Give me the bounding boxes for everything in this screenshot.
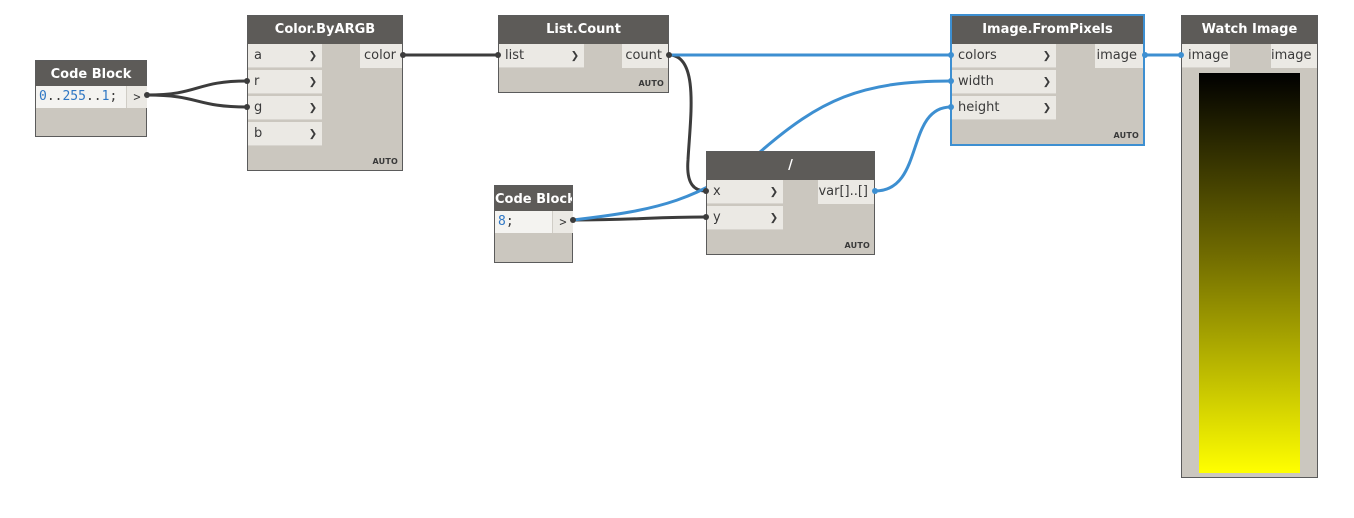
input-port-b[interactable]: b ❯	[248, 122, 322, 146]
port-label: r	[254, 74, 260, 89]
input-port-g[interactable]: g ❯	[248, 96, 322, 120]
divide-node[interactable]: / x ❯ y ❯ var[]..[] AUTO	[706, 151, 875, 255]
port-label: width	[958, 74, 994, 89]
input-port-width[interactable]: width ❯	[952, 70, 1056, 94]
lacing-label[interactable]: AUTO	[844, 241, 870, 250]
input-port-a[interactable]: a ❯	[248, 44, 322, 68]
port-label: a	[254, 48, 262, 63]
port-label: g	[254, 100, 263, 115]
port-dot	[703, 188, 709, 194]
port-dot	[144, 92, 150, 98]
port-label: b	[254, 126, 263, 141]
code-token: ;	[109, 89, 118, 104]
chevron-right-icon: ❯	[308, 126, 318, 142]
image-preview	[1199, 73, 1300, 473]
port-dot	[948, 52, 954, 58]
input-port-x[interactable]: x ❯	[707, 180, 783, 204]
port-label: x	[713, 184, 721, 199]
chevron-right-icon: ❯	[769, 210, 779, 226]
port-label: count	[625, 48, 662, 63]
output-port[interactable]: >	[552, 211, 573, 233]
node-title: Watch Image	[1182, 16, 1317, 44]
input-port-height[interactable]: height ❯	[952, 96, 1056, 120]
code-block-node[interactable]: Code Block 0..255..1; >	[35, 60, 147, 137]
image-frompixels-node[interactable]: Image.FromPixels colors ❯ width ❯ height…	[950, 14, 1145, 146]
input-port-r[interactable]: r ❯	[248, 70, 322, 94]
port-dot	[495, 52, 501, 58]
input-port-list[interactable]: list ❯	[499, 44, 584, 68]
code-token: 255	[62, 89, 86, 104]
code-token: 0	[39, 89, 47, 104]
node-title: Code Block	[36, 61, 146, 89]
lacing-label[interactable]: AUTO	[1113, 131, 1139, 140]
color-byargb-node[interactable]: Color.ByARGB a ❯ r ❯ g ❯ b ❯ color AUTO	[247, 15, 403, 171]
output-port-count[interactable]: count	[622, 44, 668, 68]
chevron-right-icon: ❯	[1042, 74, 1052, 90]
node-title: Image.FromPixels	[952, 16, 1143, 44]
port-label: image	[1188, 48, 1229, 63]
port-dot	[703, 214, 709, 220]
port-label: y	[713, 210, 721, 225]
input-port-image[interactable]: image	[1182, 44, 1230, 68]
code-block-node[interactable]: Code Block 8; >	[494, 185, 573, 263]
node-title: /	[707, 152, 874, 180]
chevron-right-icon: ❯	[308, 74, 318, 90]
port-dot	[666, 52, 672, 58]
chevron-right-icon: ❯	[308, 100, 318, 116]
code-token: ;	[505, 214, 514, 229]
code-editor[interactable]: 8;	[495, 211, 552, 233]
port-dot	[1142, 52, 1148, 58]
input-port-y[interactable]: y ❯	[707, 206, 783, 230]
chevron-right-icon: ❯	[769, 184, 779, 200]
port-label: image	[1096, 48, 1138, 63]
port-label: var[]..[]	[818, 184, 868, 199]
port-dot	[1178, 52, 1184, 58]
code-editor[interactable]: 0..255..1;	[36, 86, 126, 108]
port-label: list	[505, 48, 525, 63]
code-token: 8	[498, 214, 506, 229]
chevron-right-icon: ❯	[570, 48, 580, 64]
port-dot	[244, 78, 250, 84]
port-dot	[948, 104, 954, 110]
wire-divide-to-height[interactable]	[874, 105, 952, 193]
wire-count-to-x[interactable]	[668, 53, 707, 193]
node-title: List.Count	[499, 16, 668, 44]
port-dot	[570, 217, 576, 223]
list-count-node[interactable]: List.Count list ❯ count AUTO	[498, 15, 669, 93]
output-port-image[interactable]: image	[1271, 44, 1317, 68]
chevron-right-icon: ❯	[308, 48, 318, 64]
port-label: image	[1271, 48, 1312, 63]
wire-codeblock-to-r[interactable]	[146, 79, 248, 97]
code-token: ..	[85, 89, 102, 104]
input-port-colors[interactable]: colors ❯	[952, 44, 1056, 68]
node-title: Color.ByARGB	[248, 16, 402, 44]
port-dot	[244, 104, 250, 110]
wire-codeblock-to-g[interactable]	[146, 93, 248, 109]
lacing-label[interactable]: AUTO	[638, 79, 664, 88]
port-label: colors	[958, 48, 997, 63]
port-dot	[948, 78, 954, 84]
watch-image-node[interactable]: Watch Image image image	[1181, 15, 1318, 478]
wire-eight-to-y[interactable]	[572, 215, 707, 222]
code-token: ..	[46, 89, 63, 104]
code-token: 1	[101, 89, 110, 104]
port-dot	[400, 52, 406, 58]
chevron-right-icon: ❯	[1042, 100, 1052, 116]
port-label: height	[958, 100, 1000, 115]
port-dot	[872, 188, 878, 194]
output-port-var[interactable]: var[]..[]	[818, 180, 874, 204]
chevron-right-icon: ❯	[1042, 48, 1052, 64]
port-label: color	[363, 48, 396, 63]
lacing-label[interactable]: AUTO	[372, 157, 398, 166]
output-port-image[interactable]: image	[1095, 44, 1143, 68]
node-title: Code Block	[495, 186, 572, 214]
output-port-color[interactable]: color	[360, 44, 402, 68]
output-port[interactable]: >	[126, 86, 147, 108]
